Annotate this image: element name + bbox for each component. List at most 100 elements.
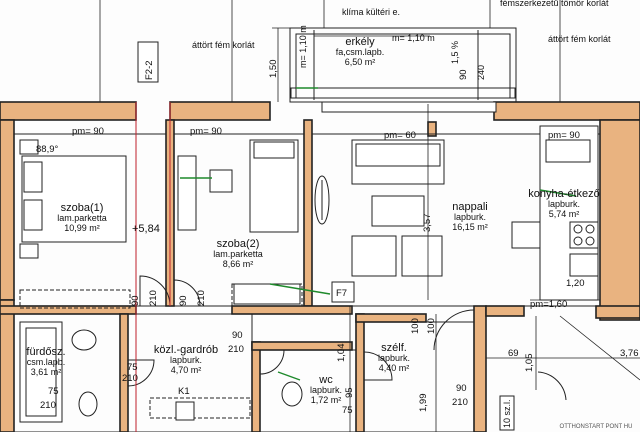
wall bbox=[169, 101, 271, 121]
room-name: wc bbox=[318, 374, 333, 386]
room-area: 4,40 m² bbox=[379, 363, 410, 373]
door-swing bbox=[127, 359, 155, 387]
dim-value: 210 bbox=[452, 397, 468, 408]
interior-lines bbox=[13, 133, 601, 432]
room-floor: csm.lapb. bbox=[27, 357, 66, 367]
sink bbox=[545, 139, 591, 163]
dim-value: 210 bbox=[196, 290, 207, 306]
dim-value: 90 bbox=[456, 383, 467, 394]
pm-label: pm= 60 bbox=[384, 130, 416, 141]
room-name: szoba(2) bbox=[217, 238, 260, 250]
fridge bbox=[569, 253, 599, 277]
wall bbox=[251, 341, 261, 432]
pillow bbox=[23, 199, 43, 231]
burner bbox=[573, 224, 583, 234]
dim-value: 75 bbox=[342, 405, 353, 416]
dim-value: 210 bbox=[228, 344, 244, 355]
nightstand bbox=[19, 243, 39, 259]
axis-line bbox=[269, 283, 331, 295]
toilet-icon bbox=[281, 381, 303, 407]
note-attort-left: áttört fém korlát bbox=[192, 40, 255, 50]
room-outline bbox=[13, 313, 121, 432]
wall bbox=[0, 119, 15, 301]
wall bbox=[485, 305, 525, 317]
door-swing bbox=[139, 275, 171, 307]
pm-label: pm= 90 bbox=[72, 126, 104, 137]
note-slope: 1,5 % bbox=[450, 41, 460, 64]
boiler bbox=[175, 401, 195, 421]
door-swing bbox=[259, 349, 285, 375]
toilet-icon bbox=[78, 391, 98, 417]
dining-table bbox=[511, 221, 541, 249]
room-floor: lapburk. bbox=[454, 212, 486, 222]
room-area: 8,66 m² bbox=[223, 259, 254, 269]
wall bbox=[231, 305, 353, 315]
tag-angle: 88,9° bbox=[36, 144, 58, 155]
dim-value: 90 bbox=[130, 295, 141, 306]
door-swing bbox=[173, 279, 201, 307]
room-floor: lam.parketta bbox=[57, 213, 107, 223]
storage-dashed bbox=[231, 283, 303, 307]
dimension-lines bbox=[99, 0, 640, 432]
wall bbox=[473, 305, 487, 432]
wall bbox=[0, 305, 137, 315]
room-name: közl.-gardrób bbox=[154, 344, 218, 356]
tag-k1: K1 bbox=[178, 386, 190, 397]
wall bbox=[0, 101, 137, 121]
room-outline bbox=[173, 133, 305, 307]
note-fems: fémszerkezetű tömör korlát bbox=[500, 0, 609, 8]
note-klima: klíma kültéri e. bbox=[342, 7, 400, 17]
room-area: 6,50 m² bbox=[345, 57, 376, 67]
coffee-table bbox=[371, 195, 425, 227]
dim-value: 210 bbox=[122, 373, 138, 384]
room-area: 10,99 m² bbox=[64, 223, 100, 233]
balcony bbox=[289, 27, 517, 113]
wall bbox=[493, 101, 640, 121]
room-floor: lapburk. bbox=[310, 385, 342, 395]
armchair bbox=[351, 235, 397, 277]
bathtub-inner bbox=[25, 327, 57, 417]
tag-sz: 10 sz.l. bbox=[502, 399, 512, 428]
dim-value: 210 bbox=[40, 400, 56, 411]
stove bbox=[569, 221, 599, 249]
room-area: 4,70 m² bbox=[171, 365, 202, 375]
dimension-numbers: 1,50 90 90 210 90 210 90 210 75 210 75 2… bbox=[40, 60, 639, 417]
dim-value: 1,50 bbox=[268, 60, 279, 79]
wall bbox=[599, 119, 640, 321]
nightstand bbox=[19, 139, 39, 155]
room-area: 16,15 m² bbox=[452, 222, 488, 232]
dim-line bbox=[559, 315, 640, 381]
tag-box-f22 bbox=[137, 41, 159, 83]
dim-value: 1,99 bbox=[418, 394, 429, 413]
room-outline bbox=[13, 133, 167, 307]
room-area: 3,61 m² bbox=[31, 367, 62, 377]
burner bbox=[573, 236, 583, 246]
dim-value: 100 bbox=[410, 318, 421, 334]
pm-label: pm=1,60 bbox=[530, 299, 567, 310]
storage-dashed bbox=[19, 289, 131, 309]
door-swing bbox=[537, 371, 567, 401]
dim-value: 3,57 bbox=[422, 214, 433, 233]
watermark: OTTHONSTART PONT HU bbox=[560, 424, 633, 430]
balcony-railing bbox=[290, 87, 516, 99]
sofa-seat bbox=[355, 143, 441, 167]
room-name: erkély bbox=[345, 36, 375, 48]
dim-value: 1,05 bbox=[524, 354, 535, 373]
room-outline bbox=[127, 313, 253, 432]
dim-value: 3,76 bbox=[620, 348, 639, 359]
doors bbox=[127, 275, 567, 401]
wall bbox=[303, 119, 313, 307]
room-name: szoba(1) bbox=[61, 202, 104, 214]
tag-f7: F7 bbox=[336, 288, 347, 299]
note-m-erkely: m= 1,10 m bbox=[392, 33, 435, 43]
dim-value: 90 bbox=[458, 69, 469, 80]
room-name: szélf. bbox=[381, 342, 407, 354]
pm-labels: pm= 90 pm= 90 pm= 60 pm= 90 pm=1,60 bbox=[72, 126, 580, 310]
room-outline bbox=[363, 321, 475, 432]
room-outline bbox=[311, 133, 601, 307]
dim-value: 95 bbox=[344, 387, 355, 398]
axis-line bbox=[539, 189, 577, 197]
room-name: fürdősz. bbox=[26, 346, 65, 358]
desk bbox=[177, 155, 197, 231]
